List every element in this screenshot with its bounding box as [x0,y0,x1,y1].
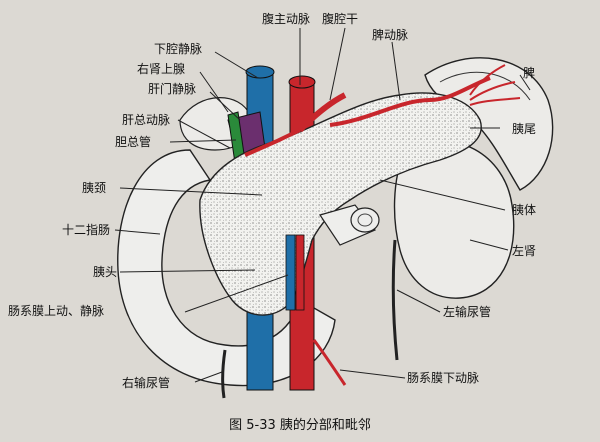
figure-caption: 图 5-33 胰的分部和毗邻 [229,418,371,433]
label-common-hepatic-artery: 肝总动脉 [122,113,171,127]
label-right-adrenal: 右肾上腺 [137,62,186,76]
left-ureter [391,239,399,361]
common-hepatic-artery [244,128,301,157]
label-celiac-trunk: 腹腔干 [322,12,359,26]
leader-lines [114,27,531,383]
splenic-artery [329,76,491,127]
sup-mesenteric-artery [295,234,305,311]
left-kidney [393,140,515,299]
pancreas [199,92,482,316]
label-right-ureter: 右输尿管 [122,376,171,390]
inf-mesenteric-artery [312,339,347,386]
label-splenic-artery: 脾动脉 [372,28,409,42]
label-spleen: 脾 [523,66,536,80]
label-pancreatic-body: 胰体 [512,203,537,217]
label-portal-vein: 肝门静脉 [148,82,197,96]
label-bile-duct: 胆总管 [115,135,152,149]
label-inf-mesenteric: 肠系膜下动脉 [407,371,480,385]
label-left-kidney: 左肾 [512,244,537,258]
label-pancreatic-neck: 胰颈 [82,181,107,195]
label-left-ureter: 左输尿管 [443,305,492,319]
celiac-trunk [297,92,347,133]
label-duodenum: 十二指肠 [62,223,111,237]
label-pancreatic-head: 胰头 [93,265,118,279]
sup-mesenteric-vein [285,234,296,311]
right-ureter [221,349,227,399]
label-ivc: 下腔静脉 [154,42,203,56]
label-sup-mesenteric: 肠系膜上动、静脉 [8,304,105,318]
label-celiac-aorta: 腹主动脉 [262,12,311,26]
duodenum [117,149,336,387]
label-pancreatic-tail: 胰尾 [512,122,537,136]
